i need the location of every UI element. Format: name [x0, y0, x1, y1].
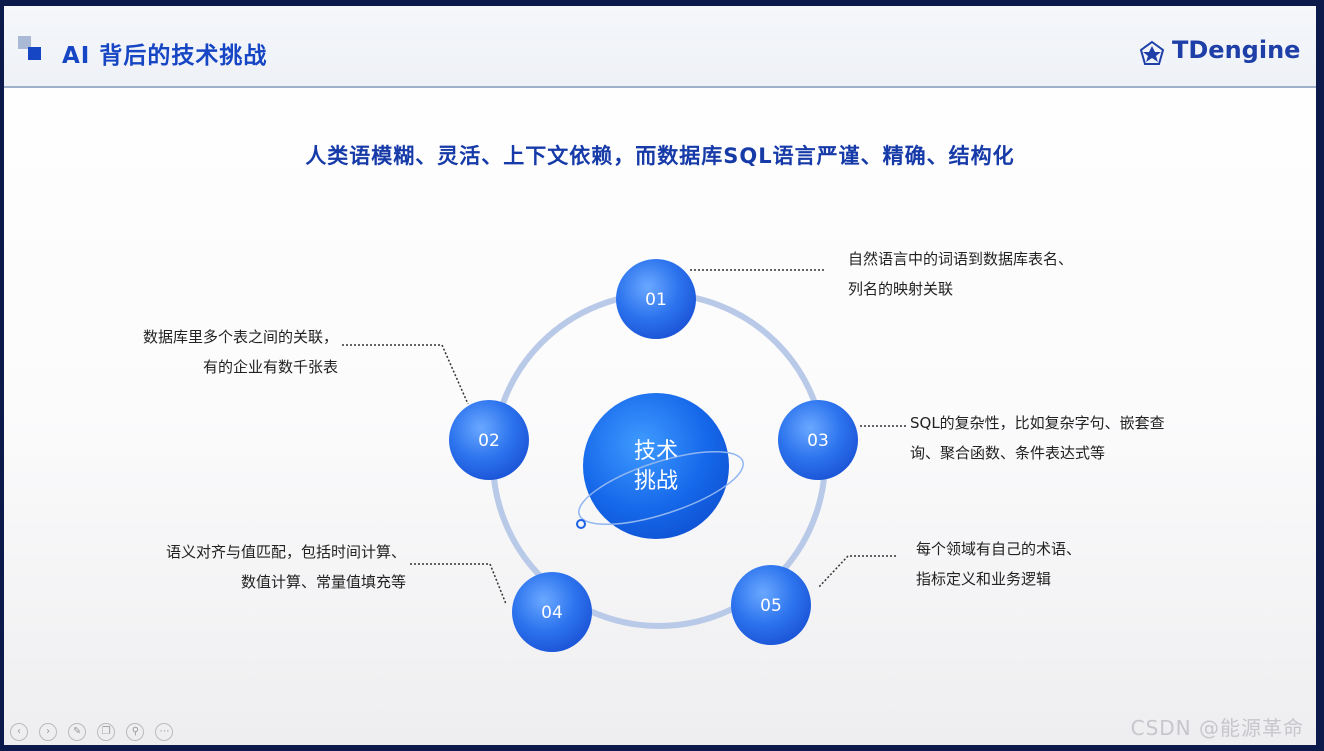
next-icon[interactable]: ›: [39, 723, 58, 741]
title-decor-square-light: [18, 36, 31, 49]
copy-icon[interactable]: ❐: [97, 723, 116, 741]
title-decor-square-dark: [28, 47, 41, 60]
node-number-02: 02: [478, 431, 500, 451]
node-03-desc-line2: 询、聚合函数、条件表达式等: [910, 444, 1106, 462]
node-02: 02: [449, 400, 529, 480]
leader-line-05: [817, 555, 896, 589]
node-05-desc-line2: 指标定义和业务逻辑: [916, 570, 1052, 588]
node-04-desc-line2: 数值计算、常量值填充等: [240, 573, 406, 591]
slide-subtitle: 人类语模糊、灵活、上下文依赖，而数据库SQL语言严谨、精确、结构化: [305, 144, 1015, 168]
node-04: 04: [512, 572, 592, 652]
node-03: 03: [778, 400, 858, 480]
leader-lines: [342, 269, 907, 605]
node-05-desc-line1: 每个领域有自己的术语、: [916, 540, 1082, 558]
node-01-desc-line2: 列名的映射关联: [848, 280, 954, 298]
slide-title: AI 背后的技术挑战: [62, 43, 268, 69]
node-02-desc-line1: 数据库里多个表之间的关联，: [142, 328, 338, 346]
center-label-line1: 技术: [634, 439, 678, 464]
node-02-description: 数据库里多个表之间的关联， 有的企业有数千张表: [94, 322, 338, 382]
node-03-description: SQL的复杂性，比如复杂字句、嵌套查 询、聚合函数、条件表达式等: [910, 408, 1165, 468]
node-02-desc-line2: 有的企业有数千张表: [202, 358, 338, 376]
slide-header: AI 背后的技术挑战 TDengine: [4, 6, 1316, 88]
node-04-desc-line1: 语义对齐与值匹配，包括时间计算、: [165, 543, 406, 561]
node-01-description: 自然语言中的词语到数据库表名、 列名的映射关联: [848, 244, 1073, 304]
node-number-04: 04: [541, 603, 563, 623]
node-05-description: 每个领域有自己的术语、 指标定义和业务逻辑: [916, 534, 1081, 594]
node-01-desc-line1: 自然语言中的词语到数据库表名、: [848, 250, 1074, 268]
prev-icon[interactable]: ‹: [10, 723, 28, 741]
presentation-toolbar: ‹ › ✎ ❐ ⚲ ⋯: [10, 719, 179, 741]
node-number-01: 01: [645, 290, 667, 310]
orbit-dot: [576, 519, 586, 529]
node-03-desc-line1: SQL的复杂性，比如复杂字句、嵌套查: [910, 414, 1165, 432]
zoom-icon[interactable]: ⚲: [126, 723, 145, 741]
node-circle-03: [778, 400, 858, 480]
challenge-diagram: 技术 挑战 01 02 03 04 05: [342, 259, 907, 652]
center-orbit-ellipse: [578, 450, 744, 526]
node-01: 01: [616, 259, 696, 339]
logo-text: TDengine: [1172, 36, 1301, 64]
slide: AI 背后的技术挑战 TDengine 人类语模糊、灵活、上下文依赖，而数据库S…: [4, 6, 1316, 745]
node-04-description: 语义对齐与值匹配，包括时间计算、 数值计算、常量值填充等: [114, 537, 406, 597]
leader-line-02: [342, 344, 469, 405]
csdn-watermark: CSDN @能源革命: [1130, 716, 1304, 740]
star-polygon-icon: [1139, 40, 1165, 65]
leader-line-04: [410, 563, 507, 605]
center-circle: [583, 393, 729, 539]
node-circle-04: [512, 572, 592, 652]
more-icon[interactable]: ⋯: [155, 723, 174, 741]
node-number-05: 05: [760, 596, 782, 616]
node-number-03: 03: [807, 431, 829, 451]
center-label-line2: 挑战: [634, 469, 678, 494]
node-circle-05: [731, 565, 811, 645]
pen-icon[interactable]: ✎: [68, 723, 87, 741]
node-circle-02: [449, 400, 529, 480]
node-circle-01: [616, 259, 696, 339]
node-05: 05: [731, 565, 811, 645]
